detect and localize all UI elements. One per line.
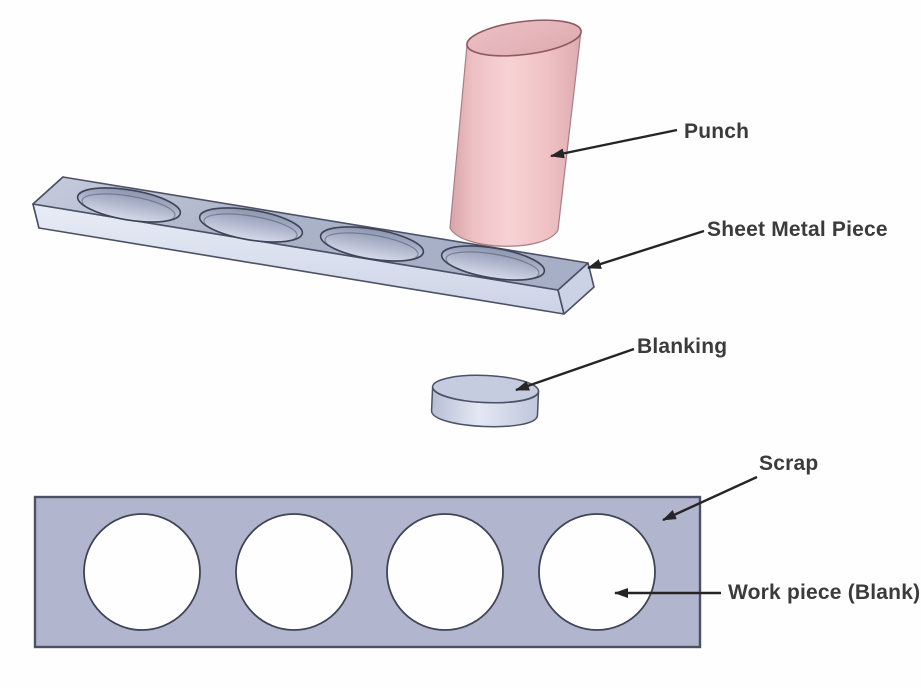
blank-disc	[430, 374, 540, 428]
punch-body	[449, 30, 582, 247]
blank-hole-4	[538, 513, 656, 631]
blanking-label: Blanking	[637, 335, 728, 358]
punch-arrow	[550, 128, 678, 159]
slab-hole-2	[198, 207, 304, 243]
blank-hole-2	[235, 513, 353, 631]
annotation-arrows	[515, 128, 758, 598]
sheet-metal-arrow	[587, 229, 705, 270]
workpiece-label: Work piece (Blank)	[728, 581, 921, 604]
scrap-strip	[33, 495, 702, 649]
scrap-label: Scrap	[759, 452, 819, 475]
punch-top-face	[466, 19, 582, 57]
blank-hole-1	[83, 513, 201, 631]
slab-hole-1	[76, 187, 182, 223]
punch-cylinder	[449, 19, 582, 247]
blank-disc-top	[431, 374, 540, 404]
slab-hole-3	[319, 226, 425, 262]
blanking-arrow	[515, 347, 635, 392]
sheet-metal-slab	[32, 176, 595, 315]
blank-hole-3	[386, 513, 504, 631]
slab-hole-4	[440, 245, 546, 281]
punch-label: Punch	[684, 120, 750, 143]
sheet-metal-label: Sheet Metal Piece	[707, 218, 888, 241]
scrap-arrow	[662, 475, 758, 522]
